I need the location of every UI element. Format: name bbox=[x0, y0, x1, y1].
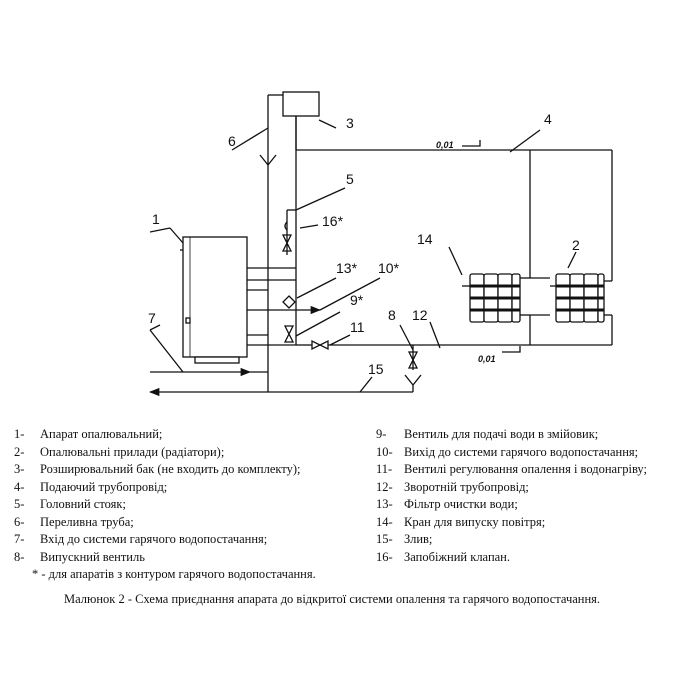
legend-item-number: 15- bbox=[376, 532, 393, 546]
legend-item-text: Фільтр очистки води; bbox=[404, 497, 518, 511]
legend-item-text: Вентиль для подачі води в змійовик; bbox=[404, 427, 599, 441]
legend-item-text: Вентилі регулювання опалення і водонагрі… bbox=[404, 462, 647, 476]
callout-3: 3 bbox=[346, 115, 354, 131]
legend-item: 4- Подаючий трубопровід; bbox=[14, 479, 300, 497]
legend-item-number: 1- bbox=[14, 427, 25, 441]
boiler-unit bbox=[182, 236, 248, 358]
legend-item: 9- Вентиль для подачі води в змійовик; bbox=[376, 426, 647, 444]
legend-item-text: Кран для випуску повітря; bbox=[404, 514, 546, 529]
legend-item-text: Апарат опалювальний; bbox=[40, 427, 163, 441]
legend-right: 9- Вентиль для подачі води в змійовик; 10-… bbox=[376, 426, 647, 566]
legend-item-text: Зворотній трубопровід; bbox=[404, 479, 529, 494]
legend-item-number: 12- bbox=[376, 479, 393, 494]
legend-item-text: Подаючий трубопровід; bbox=[40, 479, 168, 494]
legend-item: 3- Розширювальний бак (не входить до комп… bbox=[14, 461, 300, 479]
callout-16: 16* bbox=[322, 213, 344, 229]
footnote: * - для апаратів з контуром гарячого вод… bbox=[32, 567, 316, 581]
legend-item: 14- Кран для випуску повітря; bbox=[376, 514, 647, 532]
piping-diagram: 1 2 3 4 5 6 7 8 9* 10* 11 12 13* 14 15 1… bbox=[148, 91, 613, 397]
callout-14: 14 bbox=[417, 231, 433, 247]
legend-item-number: 14- bbox=[376, 514, 393, 529]
legend-item: 1- Апарат опалювальний; bbox=[14, 426, 300, 444]
legend-item-text: Переливна труба; bbox=[40, 514, 134, 529]
legend-item: 7- Вхід до системи гарячого водопостачанн… bbox=[14, 531, 300, 549]
legend-item: 6- Переливна труба; bbox=[14, 514, 300, 532]
legend-item-text: Опалювальні прилади (радіатори); bbox=[40, 444, 225, 459]
callout-4: 4 bbox=[544, 111, 552, 127]
legend-item-text: Запобіжний клапан. bbox=[404, 549, 510, 564]
legend-item-text: Злив; bbox=[404, 532, 433, 546]
callout-9: 9* bbox=[350, 292, 364, 308]
radiator-right bbox=[550, 273, 605, 323]
callout-15: 15 bbox=[368, 361, 384, 377]
callout-10: 10* bbox=[378, 260, 400, 276]
legend-item-text: Випускний вентиль bbox=[40, 549, 145, 564]
legend-item: 5- Головний стояк; bbox=[14, 496, 300, 514]
legend-item-number: 13- bbox=[376, 497, 393, 511]
legend-item-number: 9- bbox=[376, 427, 387, 441]
legend-left: 1- Апарат опалювальний; 2- Опалювальні прил… bbox=[14, 426, 300, 566]
legend-item-text: Головний стояк; bbox=[40, 497, 126, 511]
legend-item-number: 11- bbox=[376, 462, 393, 476]
callout-6: 6 bbox=[228, 133, 236, 149]
callout-12: 12 bbox=[412, 307, 428, 323]
legend-item-number: 4- bbox=[14, 479, 25, 494]
legend-item-number: 8- bbox=[14, 549, 25, 564]
legend-item: 12- Зворотній трубопровід; bbox=[376, 479, 647, 497]
callout-11: 11 bbox=[350, 319, 365, 335]
legend-item: 2- Опалювальні прилади (радіатори); bbox=[14, 444, 300, 462]
legend-item-number: 2- bbox=[14, 444, 25, 459]
figure-caption: Малюнок 2 - Схема приєднання апарата до … bbox=[64, 592, 601, 606]
callout-1: 1 bbox=[152, 211, 160, 227]
legend-item: 10- Вихід до системи гарячого водопостача… bbox=[376, 444, 647, 462]
legend-item-text: Вихід до системи гарячого водопостачання… bbox=[404, 444, 639, 459]
callout-5: 5 bbox=[346, 171, 354, 187]
legend-item: 16- Запобіжний клапан. bbox=[376, 549, 647, 567]
legend-item-number: 16- bbox=[376, 549, 393, 564]
legend-item: 8- Випускний вентиль bbox=[14, 549, 300, 567]
callout-2: 2 bbox=[572, 237, 580, 253]
legend-item-number: 6- bbox=[14, 514, 25, 529]
expansion-tank bbox=[282, 91, 320, 117]
legend-item: 15- Злив; bbox=[376, 531, 647, 549]
slope-label-supply: 0,01 bbox=[436, 140, 454, 150]
legend-item-text: Вхід до системи гарячого водопостачання; bbox=[40, 532, 268, 546]
legend-item-text: Розширювальний бак (не входить до компле… bbox=[40, 462, 301, 476]
legend-item: 13- Фільтр очистки води; bbox=[376, 496, 647, 514]
callout-7: 7 bbox=[148, 310, 156, 326]
slope-label-return: 0,01 bbox=[478, 354, 496, 364]
radiator-left bbox=[469, 273, 521, 323]
legend-item-number: 7- bbox=[14, 532, 25, 546]
legend-item-number: 10- bbox=[376, 444, 393, 459]
legend-item-number: 5- bbox=[14, 497, 25, 511]
legend-item: 11- Вентилі регулювання опалення і водона… bbox=[376, 461, 647, 479]
callout-8: 8 bbox=[388, 307, 396, 323]
legend-item-number: 3- bbox=[14, 462, 25, 476]
callout-13: 13* bbox=[336, 260, 358, 276]
